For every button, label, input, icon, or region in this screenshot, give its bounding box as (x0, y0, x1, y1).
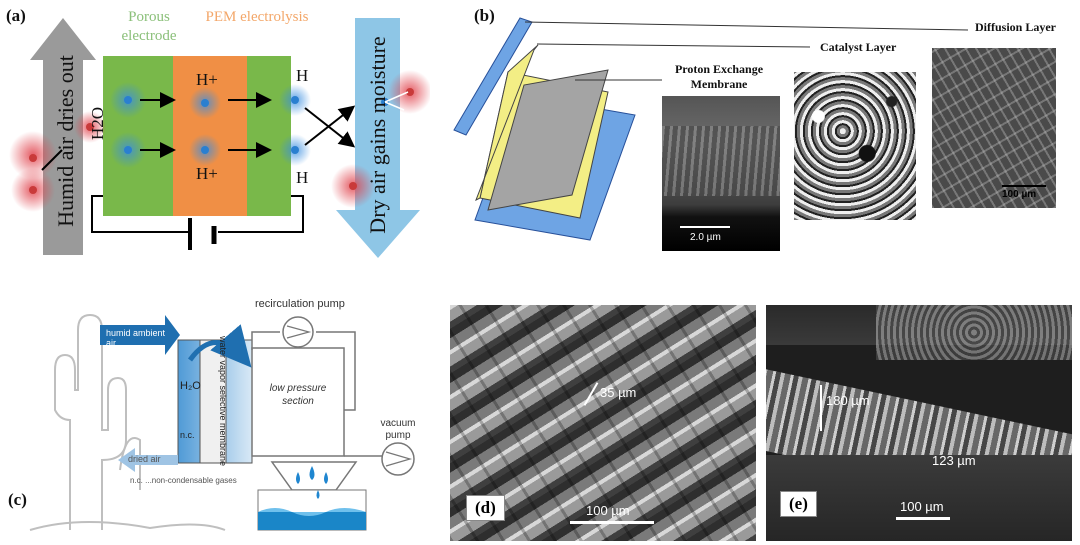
catalyst-layer-label: Catalyst Layer (820, 40, 897, 54)
pem-sem-image: 2.0 µm (662, 96, 780, 251)
h-bottom-label: H (296, 168, 309, 187)
panel-e-measure-2: 123 µm (932, 453, 976, 468)
panel-d: 35 µm 100 µm (d) (450, 305, 756, 541)
h-plus-top-label: H+ (196, 70, 218, 89)
panel-b-label: (b) (474, 6, 495, 25)
panel-c-diagram (29, 313, 415, 531)
catalyst-sem-image (794, 72, 916, 220)
pem-electrolysis-label: PEM electrolysis (205, 9, 309, 25)
recirculation-pump-label: recirculation pump (255, 298, 345, 310)
panel-e-label: (e) (780, 491, 817, 517)
membrane-label: water vapor selective membrane (218, 336, 228, 467)
nc-label: n.c. (180, 430, 195, 440)
low-pressure-label: low pressure section (269, 383, 327, 407)
scale-bar (680, 226, 730, 228)
panel-e-scale: 100 µm (900, 499, 944, 514)
measure-line (820, 385, 822, 431)
dried-air-label: dried air (128, 454, 161, 464)
panel-e: 180 µm 123 µm 100 µm (e) (766, 305, 1072, 541)
h2o-label: H2O (88, 106, 107, 140)
scale-bar (570, 521, 654, 524)
scale-bar (896, 517, 950, 520)
vacuum-pump-label: vacuum pump (380, 418, 416, 441)
diffusion-sem-image: 100 µm (932, 48, 1056, 208)
h-top-label: H (296, 66, 309, 85)
sem-floor (766, 455, 1072, 541)
panel-b: (b) Diffusion Layer Catalyst Layer Proto… (440, 0, 1080, 270)
panel-a: (a) Porous electrode PEM electrolysis Hu… (0, 0, 430, 270)
panel-e-measure-1: 180 µm (826, 393, 870, 408)
dry-air-label: Dry air gains moisture (365, 36, 390, 234)
pem-label: Proton Exchange Membrane (674, 62, 764, 91)
scale-bar (1002, 185, 1046, 187)
panel-c: (c) humid ambient air recirculation pump… (0, 290, 440, 545)
diffusion-layer-label: Diffusion Layer (975, 20, 1056, 34)
panel-c-label: (c) (8, 490, 27, 509)
diffusion-sem-texture (932, 48, 1056, 208)
panel-d-label: (d) (466, 495, 505, 521)
panel-d-measure: 35 µm (600, 385, 637, 400)
porous-electrode-label: Porous electrode (121, 9, 177, 44)
h2o-label: H₂O (180, 380, 201, 392)
pem-sem-texture (662, 126, 780, 196)
humid-air-label: Humid air dries out (53, 55, 78, 227)
humid-air-label: humid ambient air (106, 328, 166, 348)
panel-a-label: (a) (6, 6, 26, 25)
panel-d-scale: 100 µm (586, 503, 630, 518)
h-plus-bottom-label: H+ (196, 164, 218, 183)
panel-a-diagram (9, 18, 430, 258)
pem-scale-label: 2.0 µm (690, 232, 721, 243)
fuel-cell-layers-illustration (453, 17, 969, 241)
sem-upper-texture (876, 305, 1072, 360)
diffusion-scale-label: 100 µm (1002, 189, 1037, 200)
nc-note-label: n.c. ...non-condensable gases (130, 476, 237, 485)
